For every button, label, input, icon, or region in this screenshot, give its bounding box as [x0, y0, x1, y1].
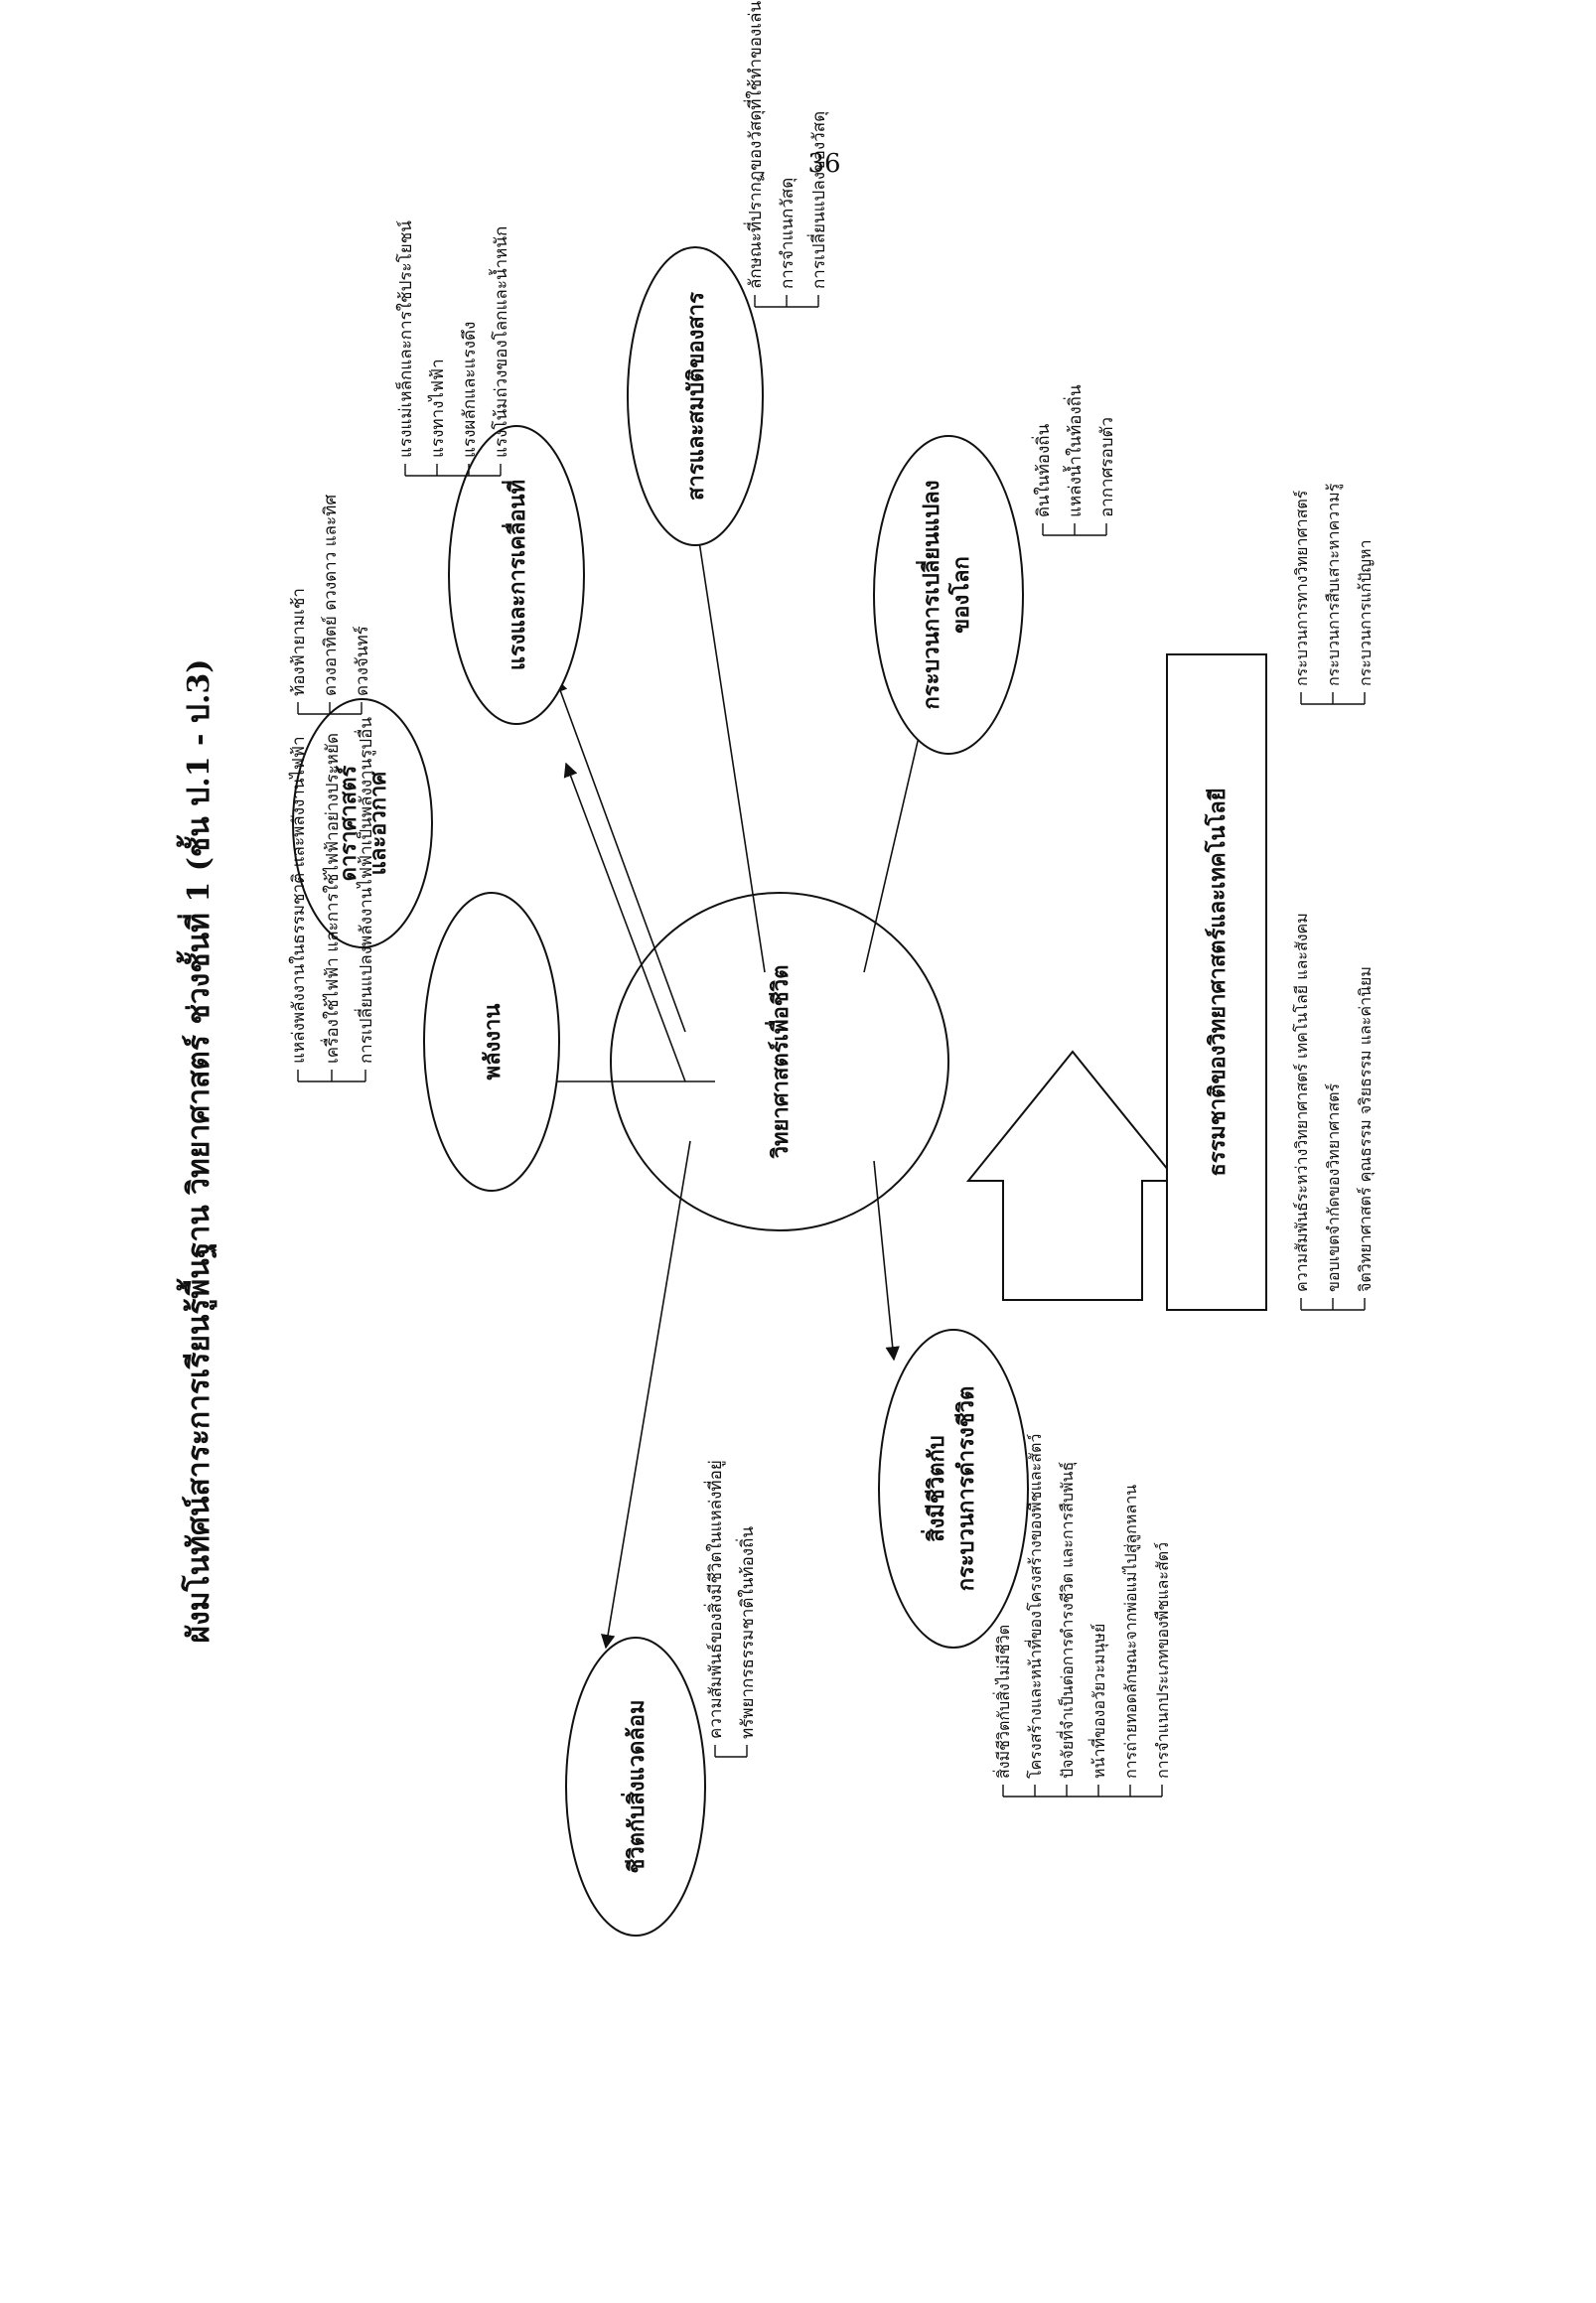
concept-lists: แหล่งพลังงานในธรรมชาติ และพลังงานไฟฟ้า เค…: [288, 1, 1376, 1798]
nature-box: [1166, 653, 1267, 1311]
earth-list-item: ดินในท้องถิ่น: [1031, 423, 1054, 517]
node-astronomy-label-2: และอวกาศ: [366, 771, 391, 876]
substances-list-item: การจำแนกวัสดุ: [778, 178, 798, 289]
nature_left-list-item: จิตวิทยาศาสตร์ คุณธรรม จริยธรรม และค่านิ…: [1356, 966, 1376, 1292]
node-life-label-2: กระบวนการดำรงชีวิต: [954, 1386, 979, 1592]
life-list-item: การถ่ายทอดลักษณะจากพ่อแม่ไปสู่ลูกหลาน: [1121, 1485, 1141, 1779]
nature_right-list-item: กระบวนการทางวิทยาศาสตร์: [1292, 490, 1311, 686]
environment-list-item: ทรัพยากรธรรมชาติในท้องถิ่น: [735, 1526, 758, 1739]
earth-list-item: อากาศรอบตัว: [1097, 417, 1117, 517]
arrow-to-energy: [563, 762, 686, 1082]
node-astronomy-label-1: ดาราศาสตร์: [336, 765, 362, 881]
node-earth: [873, 435, 1024, 755]
life-list-item: โครงสร้างและหน้าที่ของโครงสร้างของพืชและ…: [1024, 1434, 1045, 1779]
astronomy-list-item: ท้องฟ้ายามเช้า: [289, 588, 309, 696]
forces-list-item: แรงแม่เหล็กและการใช้ประโยชน์: [394, 220, 416, 458]
node-substances-label: สารและสมบัติของสาร: [684, 292, 709, 501]
node-life: [878, 1329, 1029, 1649]
life-list-item: หน้าที่ของอวัยวะมนุษย์: [1088, 1624, 1109, 1779]
node-environment-label: ชีวิตกับสิ่งแวดล้อม: [620, 1699, 650, 1873]
astronomy-list-item: ดวงจันทร์: [353, 626, 372, 696]
arrow-to-substances: [689, 513, 766, 973]
center-circle: [610, 892, 949, 1231]
life-list-item: สิ่งมีชีวิตกับสิ่งไม่มีชีวิต: [992, 1625, 1013, 1779]
arrow-to-life: [873, 1160, 900, 1362]
energy-list-item: แหล่งพลังงานในธรรมชาติ และพลังงานไฟฟ้า: [288, 736, 309, 1064]
substances-list-item: การเปลี่ยนแปลงของวัสดุ: [806, 111, 829, 289]
forces-list-item: แรงโน้มถ่วงของโลกและน้ำหนัก: [489, 226, 511, 458]
center-label: วิทยาศาสตร์เพื่อชีวิต: [764, 965, 794, 1159]
life-list-item: การจำแนกประเภทของพืชและสัตว์: [1153, 1542, 1172, 1779]
nature_left-list-item: ขอบเขตจำกัดของวิทยาศาสตร์: [1324, 1083, 1343, 1292]
node-life-label-1: สิ่งมีชีวิตกับ: [920, 1435, 949, 1542]
nature_right-list-item: กระบวนการสืบเสาะหาความรู้: [1324, 483, 1344, 686]
node-forces: [448, 425, 585, 725]
earth-list-item: แหล่งน้ำในท้องถิ่น: [1063, 384, 1086, 517]
node-forces-label: แรงและการเคลื่อนที่: [501, 480, 530, 670]
forces-list-item: แรงผลักและแรงดึง: [460, 322, 480, 458]
substances-list-item: ลักษณะที่ปรากฏของวัสดุที่ใช้ทำของเล่น: [743, 1, 766, 289]
node-earth-label-1: กระบวนการเปลี่ยนแปลง: [915, 480, 944, 709]
nature_right-list-item: กระบวนการแก้ปัญหา: [1356, 539, 1375, 686]
block-arrow: [965, 1050, 1180, 1301]
energy-list-item: เครื่องใช้ไฟฟ้า และการใช้ไฟฟ้าอย่างประหย…: [320, 733, 343, 1064]
forces-list-item: แรงทางไฟฟ้า: [427, 359, 448, 458]
arrow-to-environment: [601, 1140, 691, 1650]
arrow-to-forces: [553, 677, 686, 1033]
nature_left-list-item: ความสัมพันธ์ระหว่างวิทยาศาสตร์ เทคโนโลยี…: [1292, 913, 1311, 1292]
environment-list-item: ความสัมพันธ์ของสิ่งมีชีวิตในแหล่งที่อยู่: [703, 1460, 726, 1739]
node-astronomy: [292, 698, 433, 948]
node-energy-label: พลังงาน: [481, 1004, 506, 1080]
page-number: 36: [807, 149, 841, 179]
node-environment: [565, 1637, 706, 1937]
node-energy: [423, 892, 560, 1192]
node-earth-label-2: ของโลก: [947, 556, 974, 634]
diagram-title: ผังมโนทัศน์สาระการเรียนรู้พื้นฐาน วิทยาศ…: [176, 659, 218, 1644]
energy-list-item: การเปลี่ยนแปลงพลังงานไฟฟ้าเป็นพลังงานรูป…: [354, 717, 376, 1064]
life-list-item: ปัจจัยที่จำเป็นต่อการดำรงชีวิต และการสืบ…: [1056, 1462, 1078, 1779]
astronomy-list-item: ดวงอาทิตย์ ดวงดาว และทิศ: [321, 495, 341, 696]
nature-box-label: ธรรมชาติของวิทยาศาสตร์และเทคโนโลยี: [1204, 788, 1231, 1176]
node-substances: [627, 246, 764, 546]
